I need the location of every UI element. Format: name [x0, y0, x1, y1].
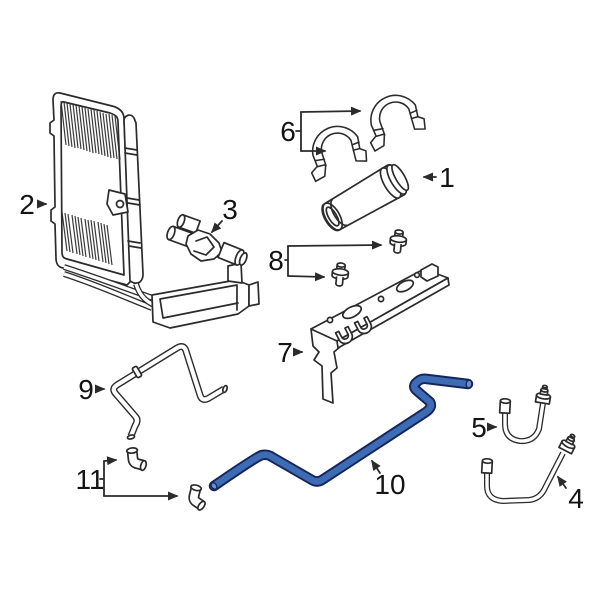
- part-6-clamps: [301, 87, 430, 183]
- label-10: 10: [374, 469, 405, 500]
- cooler-tube-collars: [124, 147, 142, 249]
- label-2: 2: [19, 189, 35, 220]
- elbow-lower: [186, 484, 210, 512]
- cooler-fins-lower: [61, 211, 113, 266]
- callout-3: 3: [210, 194, 238, 234]
- label-9: 9: [78, 374, 94, 405]
- callout-7: 7: [277, 337, 304, 368]
- callout-1: 1: [422, 162, 455, 193]
- label-11: 11: [75, 464, 104, 495]
- bolt-upper: [388, 228, 409, 255]
- callout-2: 2: [19, 189, 48, 220]
- label-5: 5: [471, 412, 487, 443]
- hose4-cap: [480, 457, 494, 475]
- part-8-bolts: [330, 228, 409, 288]
- label-7: 7: [277, 337, 293, 368]
- channel-upright-tab: [227, 262, 243, 284]
- callout-4: 4: [557, 475, 584, 514]
- channel-end-plate: [248, 281, 260, 307]
- hose5-cap: [498, 397, 512, 415]
- callout-10: 10: [371, 459, 406, 500]
- blue-tube-tip-left: [210, 482, 218, 490]
- part-4-lower-hose: [480, 430, 581, 504]
- part-11-elbows: [127, 447, 211, 513]
- part-10-highlighted-line: [208, 373, 474, 492]
- callout-11: 11: [75, 456, 179, 501]
- callouts: 1 2 3 4 5 6 7: [19, 106, 584, 514]
- callout-5: 5: [471, 412, 498, 443]
- label-3: 3: [222, 194, 238, 225]
- label-1: 1: [439, 162, 455, 193]
- hose5-nut: [534, 383, 553, 405]
- label-8: 8: [268, 245, 284, 276]
- callout-6: 6: [280, 106, 362, 156]
- bolt-lower: [330, 261, 351, 288]
- part-1-cooler-cylinder: [321, 163, 410, 232]
- cooler-frame-inner: [60, 100, 125, 276]
- bracket-clip-right: [420, 263, 439, 282]
- label-4: 4: [568, 483, 584, 514]
- elbow-upper: [127, 447, 149, 473]
- blue-tube-fill: [210, 375, 472, 490]
- cooler-fins-upper: [60, 100, 121, 161]
- part-3-connector-valve: [166, 213, 248, 266]
- callout-8: 8: [268, 240, 383, 282]
- part-7-mounting-bracket: [310, 263, 450, 404]
- part-5-upper-hose: [498, 383, 553, 445]
- blue-tube-tip-right: [465, 379, 473, 389]
- callout-9: 9: [78, 374, 106, 405]
- tab-hole: [115, 199, 125, 209]
- clamp-right: [358, 87, 430, 153]
- cooler-frame: [49, 91, 132, 286]
- part-9-vent-tube: [110, 343, 229, 440]
- hose4-nut: [558, 430, 581, 455]
- part-2-oil-cooler: [49, 91, 260, 329]
- label-6: 6: [280, 116, 296, 147]
